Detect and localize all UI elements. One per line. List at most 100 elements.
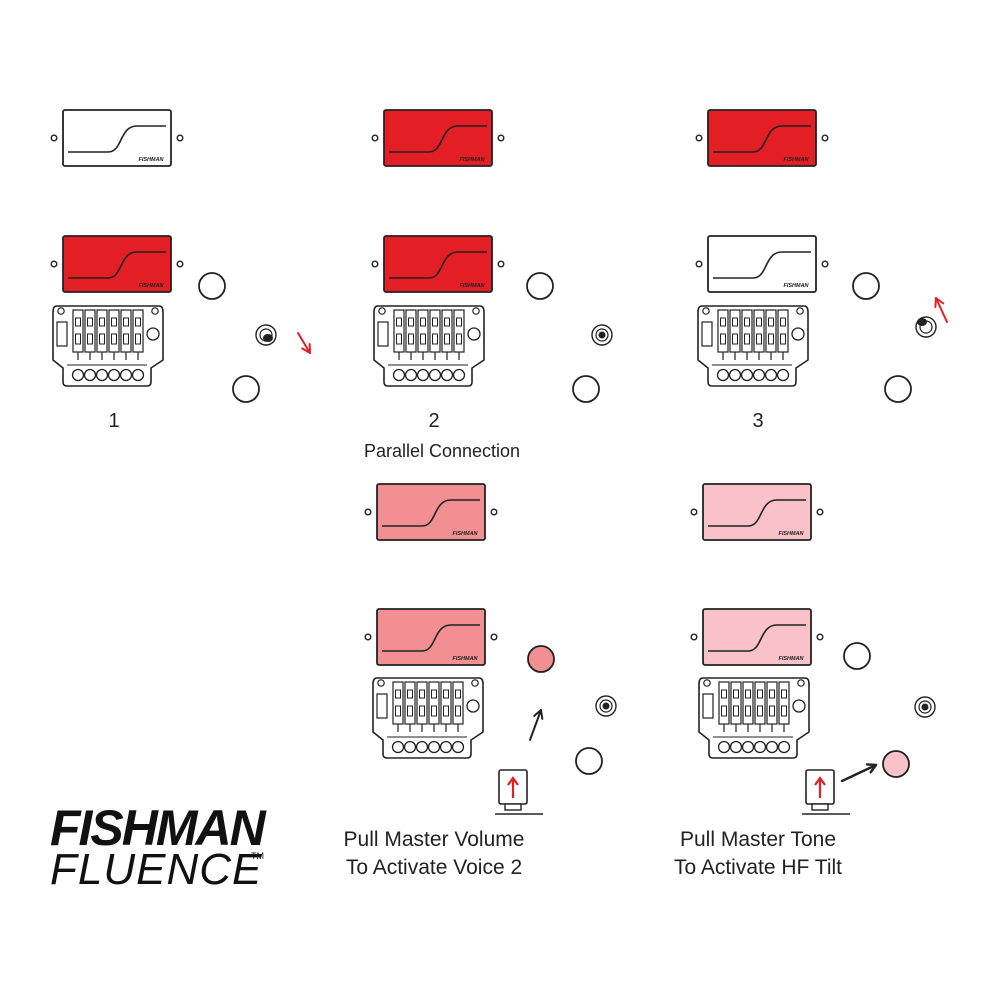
arrow-head (934, 297, 945, 308)
bridge-saddle-block (732, 333, 738, 345)
pickup-logo-curve (708, 624, 806, 652)
bridge-saddle-block (407, 689, 413, 699)
bridge-saddle-block (407, 705, 413, 717)
arrow-head (533, 709, 544, 720)
voice-1-toggle-switch (595, 695, 617, 717)
pickup-mount-hole (176, 260, 184, 268)
bridge-saddle-block (111, 317, 117, 327)
diagram-2-tone-knob (572, 375, 600, 403)
bridge-saddle (741, 309, 753, 353)
voice-2-bridge (698, 677, 810, 759)
bridge-saddle-block (99, 333, 105, 345)
bridge-string-ball (741, 740, 755, 754)
diagram-2-bridge-pickup: FISHMAN (371, 235, 505, 293)
bridge-saddle-block (768, 317, 774, 327)
voice-1-neck-pickup: FISHMAN (364, 483, 498, 541)
diagram-2-volume-knob (526, 272, 554, 300)
bridge-saddle-block (420, 333, 426, 345)
bridge-saddle (392, 681, 404, 725)
pickup-mount-hole (50, 260, 58, 268)
pickup-mount-hole (816, 508, 824, 516)
pull-knob-shaft (504, 803, 522, 811)
bridge-saddle-block (123, 317, 129, 327)
diagram-1-bridge (52, 305, 164, 387)
bridge-string-ball (415, 740, 429, 754)
diagram-3-bridge-pickup: FISHMAN (695, 235, 829, 293)
pickup-logo-curve (713, 125, 811, 153)
pickup-mount-hole (371, 134, 379, 142)
bridge-saddle (453, 309, 465, 353)
bridge-saddle-block (721, 689, 727, 699)
bridge-side-block (376, 693, 388, 719)
bridge-saddle-block (456, 317, 462, 327)
arrow-shaft (935, 297, 948, 323)
bridge-saddle-block (444, 333, 450, 345)
bridge-saddle-block (432, 317, 438, 327)
bridge-pivot (791, 327, 805, 341)
bridge-saddle-block (396, 333, 402, 345)
diagram-3-neck-pickup: FISHMAN (695, 109, 829, 167)
pickup-mount-hole (371, 260, 379, 268)
switch-tip (263, 334, 273, 342)
bridge-saddle-block (456, 333, 462, 345)
pickup-mount-hole (497, 134, 505, 142)
bridge-saddle (441, 309, 453, 353)
bridge-saddle (120, 309, 132, 353)
voice-2-volume-knob (843, 642, 871, 670)
bridge-saddle-block (733, 689, 739, 699)
diagram-1-tone-knob (232, 375, 260, 403)
trademark-mark: TM (251, 851, 264, 861)
bridge-saddle-block (733, 705, 739, 717)
bridge-saddle (765, 309, 777, 353)
bridge-saddle-block (455, 689, 461, 699)
bridge-saddle (417, 309, 429, 353)
bridge-saddle-block (443, 705, 449, 717)
bridge-saddle-block (87, 317, 93, 327)
bridge-string-ball (765, 740, 779, 754)
bridge-side-block (56, 321, 68, 347)
switch-tip (602, 702, 610, 710)
bridge-saddle (742, 681, 754, 725)
fluence-logo-text: FLUENCE (50, 845, 263, 894)
bridge-saddle-block (432, 333, 438, 345)
bridge-pivot (466, 699, 480, 713)
diagram-1-volume-knob (198, 272, 226, 300)
diagram-3-toggle-switch (915, 316, 937, 338)
bridge-side-block (702, 693, 714, 719)
bridge-string-ball (392, 368, 406, 382)
bridge-saddle-block (756, 333, 762, 345)
bridge-side-block (701, 321, 713, 347)
pickup-brand-text: FISHMAN (783, 157, 809, 163)
bridge-saddle-block (781, 705, 787, 717)
bridge-saddle (753, 309, 765, 353)
bridge-saddle (777, 309, 789, 353)
bridge-string-ball (440, 368, 454, 382)
pickup-logo-curve (382, 624, 480, 652)
bridge-saddle-block (780, 333, 786, 345)
diagram-1-neck-pickup: FISHMAN (50, 109, 184, 167)
voice-1-bridge-pickup: FISHMAN (364, 608, 498, 666)
diagram-3-volume-knob (852, 272, 880, 300)
bridge-pivot (792, 699, 806, 713)
voice-2-pull-knob (802, 769, 850, 815)
diagram-3-switch-arrow (934, 297, 948, 323)
bridge-string-ball (717, 740, 731, 754)
bridge-string-ball (119, 368, 133, 382)
bridge-saddle-block (408, 317, 414, 327)
pull-arrow-head (507, 776, 519, 786)
bridge-saddle-block (745, 689, 751, 699)
bridge-string-ball (777, 740, 791, 754)
pickup-brand-text: FISHMAN (452, 656, 478, 662)
pickup-mount-hole (490, 633, 498, 641)
pull-knob-shaft (811, 803, 829, 811)
pickup-brand-text: FISHMAN (783, 283, 809, 289)
arrow-head (865, 763, 878, 774)
bridge-saddle (778, 681, 790, 725)
bridge-saddle-block (111, 333, 117, 345)
bridge-saddle-block (420, 317, 426, 327)
arrow-head (301, 343, 311, 354)
bridge-string-ball (427, 740, 441, 754)
voice2-caption-line2: To Activate Voice 2 (345, 856, 523, 879)
bridge-saddle (440, 681, 452, 725)
